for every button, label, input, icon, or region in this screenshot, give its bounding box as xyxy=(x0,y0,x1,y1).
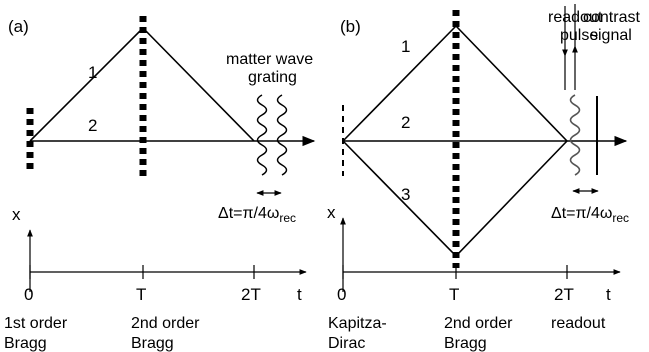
pulse-b-end-label-line1: readout xyxy=(551,315,606,332)
panel-a: (a) 1 2 matter wave grating Δt=π/4ωrec x… xyxy=(4,16,316,352)
path-a-2-label: 2 xyxy=(88,116,97,135)
tick-a-0-label: 0 xyxy=(24,285,33,304)
path-b-3-label: 3 xyxy=(401,185,410,204)
matter-wave-right xyxy=(276,94,288,176)
contrast-signal-label-line1: contrast xyxy=(583,9,640,26)
path-b-1-down xyxy=(455,25,568,142)
matter-wave-left xyxy=(256,94,268,176)
path-b-2-label: 2 xyxy=(401,113,410,132)
dt-b-label: Δt=π/4ωrec xyxy=(551,205,629,225)
pulse-b-middle-label-line2: Bragg xyxy=(444,335,487,352)
pulse-a-middle-label-line1: 2nd order xyxy=(131,315,200,332)
path-a-1-label: 1 xyxy=(88,63,97,82)
pulse-a-start-label-line1: 1st order xyxy=(4,315,68,332)
pulse-b-start-label-line2: Dirac xyxy=(328,335,365,352)
readout-pulse-label-line2: pulse xyxy=(560,27,598,44)
pulse-b-start-label-line1: Kapitza- xyxy=(328,315,387,332)
path-b-3-down xyxy=(342,140,457,257)
contrast-signal-label-line2: signal xyxy=(590,27,632,44)
pulse-b-middle-label-line1: 2nd order xyxy=(444,315,513,332)
pulse-a-start-label-line2: Bragg xyxy=(4,335,47,352)
path-b-3-up xyxy=(455,140,568,257)
path-b-1-up xyxy=(342,25,457,142)
tick-b-0-label: 0 xyxy=(337,285,346,304)
tick-b-T-label: T xyxy=(449,285,459,304)
pulse-a-middle-label-line2: Bragg xyxy=(131,335,174,352)
axis-b-y-label: x xyxy=(327,203,336,222)
tick-a-2T-label: 2T xyxy=(241,285,261,304)
axis-a-y-label: x xyxy=(12,205,21,224)
grating-label-line2: grating xyxy=(248,69,297,86)
path-a-1-down xyxy=(142,27,255,142)
path-b-1-label: 1 xyxy=(401,37,410,56)
axis-b-x-label: t xyxy=(606,285,611,304)
path-a-1-up xyxy=(29,27,144,142)
panel-b: (b) 1 2 3 readout pulse contrast signal … xyxy=(327,4,640,352)
matter-wave-readout xyxy=(569,94,581,176)
tick-b-2T-label: 2T xyxy=(554,285,574,304)
dt-a-label: Δt=π/4ωrec xyxy=(218,205,296,225)
grating-label-line1: matter wave xyxy=(226,51,313,68)
tick-a-T-label: T xyxy=(136,285,146,304)
panel-b-label: (b) xyxy=(340,17,361,36)
panel-a-label: (a) xyxy=(8,17,29,36)
axis-a-x-label: t xyxy=(297,285,302,304)
